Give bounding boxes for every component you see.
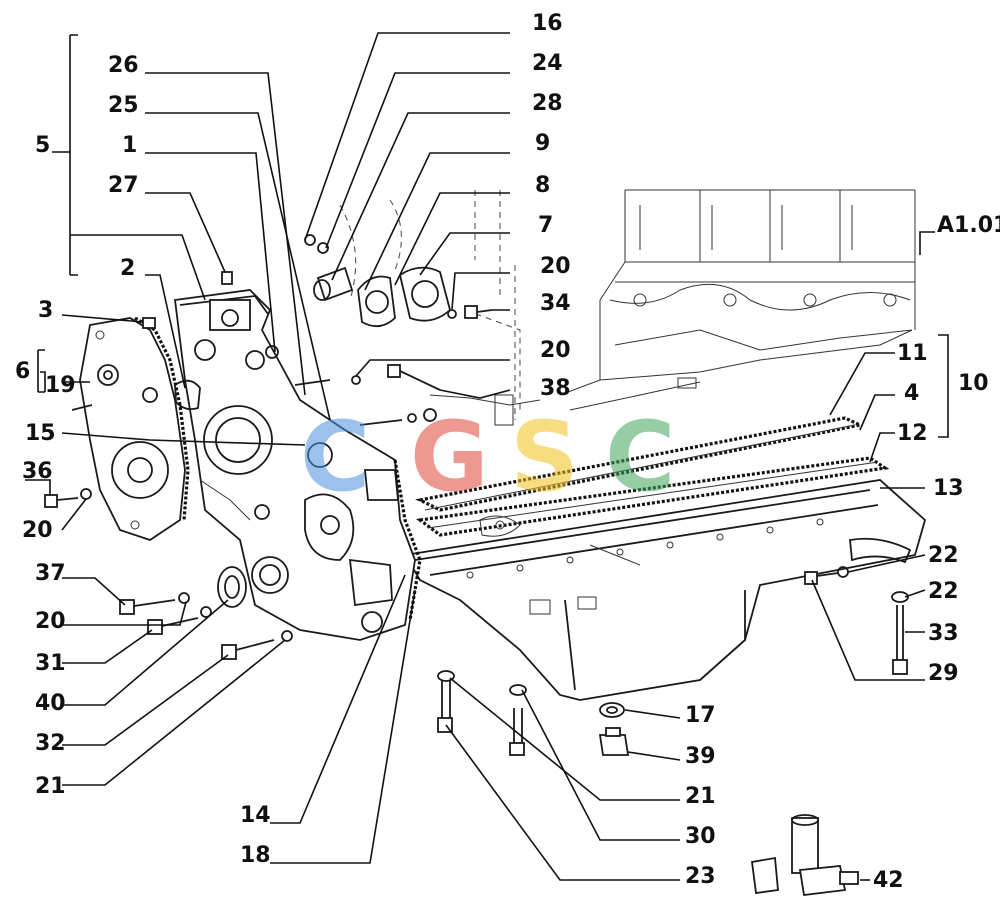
callout-16: 16 [532,11,563,36]
callout-22-b: 22 [928,579,959,604]
callout-26: 26 [108,53,139,78]
callout-31: 31 [35,651,66,676]
callout-24: 24 [532,51,563,76]
callout-40: 40 [35,691,66,716]
callout-32: 32 [35,731,66,756]
callout-28: 28 [532,91,563,116]
callout-19: 19 [45,373,76,398]
callout-labels: 16 26 24 25 28 5 1 9 27 8 7 A1.01 2 20 3… [15,11,1000,893]
callout-18: 18 [240,843,271,868]
watermark-letter-c2: C [605,401,675,513]
callout-20-d: 20 [35,609,66,634]
callout-17: 17 [685,703,716,728]
callout-39: 39 [685,744,716,769]
callout-11: 11 [897,341,928,366]
callout-42: 42 [873,868,904,893]
small-parts-right [437,566,909,896]
callout-25: 25 [108,93,139,118]
leader-lines [25,32,949,881]
diagram-code: A1.01 [937,213,1000,238]
callout-1: 1 [122,133,137,158]
callout-20-b: 20 [540,338,571,363]
callout-22-a: 22 [928,543,959,568]
callout-29: 29 [928,661,959,686]
callout-5: 5 [35,133,50,158]
callout-4: 4 [904,381,919,406]
watermark: C G S C [300,401,675,513]
small-parts-top [142,234,493,426]
watermark-letter-g: G [410,401,489,513]
callout-21-b: 21 [685,784,716,809]
watermark-letter-c: C [300,401,370,513]
callout-13: 13 [933,476,964,501]
oil-pan [403,479,927,701]
callout-34: 34 [540,291,571,316]
watermark-letter-s: S [510,401,579,513]
callout-33: 33 [928,621,959,646]
callout-21-a: 21 [35,774,66,799]
callout-9: 9 [535,131,550,156]
callout-20-c: 20 [22,518,53,543]
timing-cover [173,289,422,641]
callout-12: 12 [897,421,928,446]
callout-6: 6 [15,359,30,384]
engine-block [339,189,916,426]
callout-14: 14 [240,803,271,828]
callout-3: 3 [38,298,53,323]
callout-7: 7 [538,213,553,238]
callout-15: 15 [25,421,56,446]
callout-30: 30 [685,824,716,849]
oil-pump-cover [79,316,201,541]
callout-38: 38 [540,376,571,401]
callout-10: 10 [958,371,989,396]
callout-37: 37 [35,561,66,586]
callout-27: 27 [108,173,139,198]
callout-20-a: 20 [540,254,571,279]
callout-36: 36 [22,459,53,484]
callout-2: 2 [120,256,135,281]
callout-8: 8 [535,173,550,198]
callout-23: 23 [685,864,716,889]
small-parts-left [44,404,293,660]
